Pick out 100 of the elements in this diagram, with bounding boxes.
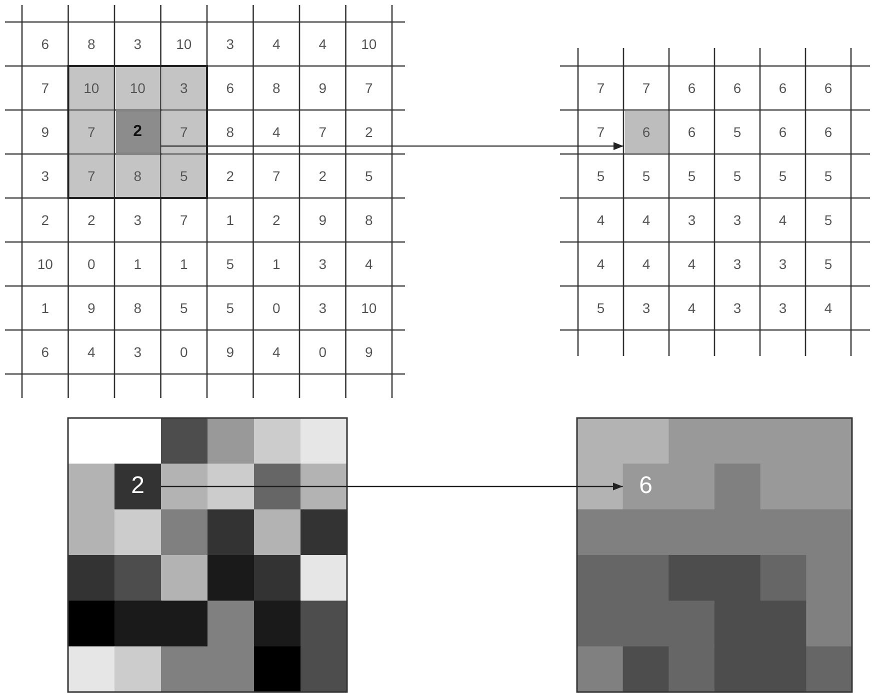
grid-value: 3 [318, 298, 328, 318]
grid-value: 5 [732, 122, 742, 142]
grid-value: 7 [596, 122, 606, 142]
grid-value: 9 [318, 210, 328, 230]
grid-value: 1 [132, 254, 143, 274]
grid-value: 4 [686, 254, 697, 274]
grid-value: 5 [686, 166, 697, 186]
grid-value: 2 [271, 210, 282, 230]
grid-value: 5 [225, 254, 236, 274]
grid-value: 6 [823, 78, 834, 98]
grid-value: 1 [178, 254, 189, 274]
grid-value: 6 [686, 122, 697, 142]
grid-value: 4 [596, 210, 606, 230]
grid-value: 7 [69, 155, 114, 197]
grid-value: 10 [175, 34, 193, 54]
grid-value: 10 [360, 298, 378, 318]
grid-value: 3 [40, 166, 50, 186]
grid-value: 8 [116, 155, 160, 197]
grid-value: 3 [225, 34, 236, 54]
grid-value: 6 [40, 342, 50, 362]
grid-value: 5 [823, 166, 834, 186]
grid-value: 9 [225, 342, 236, 362]
grid-value: 3 [318, 254, 328, 274]
grid-value: 5 [596, 298, 606, 318]
grid-value: 7 [596, 78, 606, 98]
grid-value: 4 [823, 298, 834, 318]
grid-value: 4 [271, 34, 282, 54]
grid-value: 10 [36, 254, 54, 274]
grid-value: 4 [271, 342, 282, 362]
grid-value: 3 [778, 298, 788, 318]
grid-value: 4 [641, 210, 652, 230]
grid-value: 4 [86, 342, 96, 362]
grid-value: 2 [364, 122, 374, 142]
grid-value: 9 [40, 122, 50, 142]
grid-value: 2 [225, 166, 236, 186]
grid-value: 4 [318, 34, 328, 54]
grid-value: 4 [641, 254, 652, 274]
grid-value: 0 [86, 254, 96, 274]
grid-value: 3 [641, 298, 652, 318]
grid-value: 4 [364, 254, 374, 274]
grid-value: 5 [641, 166, 652, 186]
grid-value: 3 [162, 67, 206, 109]
grid-value: 3 [732, 298, 742, 318]
grid-value: 7 [162, 111, 206, 153]
grid-value: 6 [823, 122, 834, 142]
grid-value: 6 [225, 78, 236, 98]
grid-value: 8 [225, 122, 236, 142]
grid-value: 9 [364, 342, 374, 362]
grid-value: 4 [778, 210, 788, 230]
grid-value: 3 [732, 210, 742, 230]
grid-value: 10 [69, 67, 114, 109]
grid-value: 6 [732, 78, 742, 98]
grid-value: 8 [271, 78, 282, 98]
grid-value: 4 [596, 254, 606, 274]
grid-value: 1 [225, 210, 236, 230]
grid-value: 2 [318, 166, 328, 186]
grid-value: 0 [318, 342, 328, 362]
grid-value: 5 [364, 166, 374, 186]
grid-value: 5 [823, 210, 834, 230]
grid-value: 4 [686, 298, 697, 318]
grid-value: 7 [40, 78, 50, 98]
grid-value: 3 [132, 210, 143, 230]
grid-value: 6 [778, 122, 788, 142]
grid-value: 5 [732, 166, 742, 186]
grid-value: 6 [778, 78, 788, 98]
grid-value: 2 [86, 210, 96, 230]
grid-value: 0 [271, 298, 282, 318]
grid-value: 1 [40, 298, 50, 318]
grid-value: 3 [132, 34, 143, 54]
grid-value: 5 [778, 166, 788, 186]
grid-value: 6 [686, 78, 697, 98]
grid-value: 5 [596, 166, 606, 186]
grid-value: 0 [178, 342, 189, 362]
grid-value: 1 [271, 254, 282, 274]
grid-value: 7 [178, 210, 189, 230]
grid-value: 5 [225, 298, 236, 318]
grid-value: 3 [132, 342, 143, 362]
grid-value: 5 [178, 298, 189, 318]
grid-value: 7 [69, 111, 114, 153]
grid-value: 4 [271, 122, 282, 142]
grid-value: 10 [360, 34, 378, 54]
grid-value: 10 [116, 67, 160, 109]
grid-value: 5 [823, 254, 834, 274]
arrow [160, 142, 624, 150]
grid-value: 3 [686, 210, 697, 230]
grid-value: 8 [132, 298, 143, 318]
arrow [161, 482, 623, 490]
grid-value: 3 [778, 254, 788, 274]
grid-value: 9 [318, 78, 328, 98]
output-value: 6 [624, 111, 668, 153]
grid-value: 5 [162, 155, 206, 197]
grid-value: 6 [40, 34, 50, 54]
grid-value: 8 [86, 34, 96, 54]
grid-value: 7 [641, 78, 652, 98]
grid-value: 7 [318, 122, 328, 142]
grid-value: 3 [732, 254, 742, 274]
grid-value: 8 [364, 210, 374, 230]
grid-value: 7 [271, 166, 282, 186]
grid-value: 9 [86, 298, 96, 318]
grid-value: 2 [40, 210, 50, 230]
